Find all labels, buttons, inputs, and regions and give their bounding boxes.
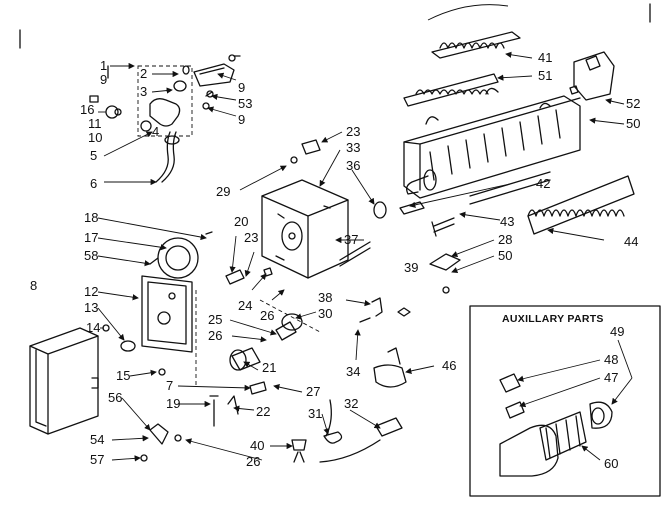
- callout-56: 56: [108, 390, 122, 405]
- callout-26b: 26: [260, 308, 274, 323]
- callout-23b: 23: [244, 230, 258, 245]
- callout-21: 21: [262, 360, 276, 375]
- callout-33: 33: [346, 140, 360, 155]
- callout-54: 54: [90, 432, 104, 447]
- ejector-and-rake-drawing: [403, 4, 521, 107]
- callout-18: 18: [84, 210, 98, 225]
- callout-14: 14: [86, 320, 100, 335]
- callout-1: 1: [100, 58, 107, 73]
- callout-57: 57: [90, 452, 104, 467]
- callout-9b: 9: [238, 80, 245, 95]
- part-44-drawing: [527, 175, 635, 235]
- housing-drawing: [261, 139, 349, 279]
- callout-46: 46: [442, 358, 456, 373]
- callout-27: 27: [306, 384, 320, 399]
- callout-42: 42: [536, 176, 550, 191]
- callout-24: 24: [238, 298, 252, 313]
- callout-40: 40: [250, 438, 264, 453]
- callout-13: 13: [84, 300, 98, 315]
- callout-26a: 26: [208, 328, 222, 343]
- callout-3: 3: [140, 84, 147, 99]
- callout-39: 39: [404, 260, 418, 275]
- callout-34: 34: [346, 364, 360, 379]
- corner-marks: [19, 3, 651, 49]
- callout-8: 8: [30, 278, 37, 293]
- callout-4: 4: [152, 124, 159, 139]
- auxiliary-parts-box: [469, 305, 661, 497]
- callout-44: 44: [624, 234, 638, 249]
- callout-10: 10: [88, 130, 102, 145]
- callout-29: 29: [216, 184, 230, 199]
- callout-22: 22: [256, 404, 270, 419]
- callout-41: 41: [538, 50, 552, 65]
- fill-valve-assembly-drawing: [89, 54, 241, 183]
- middle-small-parts-drawing: [102, 241, 411, 463]
- callout-labels: 1 2 3 4 5 6 7 8 9 9 9 10 11 12 13 14 15 …: [30, 50, 640, 471]
- callout-26c: 26: [246, 454, 260, 469]
- callout-51: 51: [538, 68, 552, 83]
- callout-47: 47: [604, 370, 618, 385]
- callout-50b: 50: [498, 248, 512, 263]
- callout-50a: 50: [626, 116, 640, 131]
- callout-16: 16: [80, 102, 94, 117]
- callout-20: 20: [234, 214, 248, 229]
- part-52-drawing: [569, 51, 615, 101]
- auxiliary-parts-title: AUXILLARY PARTS: [502, 313, 604, 325]
- callout-52: 52: [626, 96, 640, 111]
- callout-5: 5: [90, 148, 97, 163]
- callout-2: 2: [140, 66, 147, 81]
- callout-9a: 9: [100, 72, 107, 87]
- cover-drawing: [29, 327, 99, 435]
- part-28-drawing: [429, 253, 461, 294]
- ice-mold-drawing: [403, 87, 581, 205]
- callout-19: 19: [166, 396, 180, 411]
- callout-58: 58: [84, 248, 98, 263]
- shaft-parts-drawing: [373, 201, 455, 237]
- callout-48: 48: [604, 352, 618, 367]
- callout-11: 11: [88, 116, 102, 131]
- callout-32: 32: [344, 396, 358, 411]
- callout-53: 53: [238, 96, 252, 111]
- callout-36: 36: [346, 158, 360, 173]
- leader-lines: [97, 51, 633, 462]
- callout-17: 17: [84, 230, 98, 245]
- callout-9c: 9: [238, 112, 245, 127]
- callout-15: 15: [116, 368, 130, 383]
- callout-60: 60: [604, 456, 618, 471]
- callout-38: 38: [318, 290, 332, 305]
- callout-31: 31: [308, 406, 322, 421]
- callout-30: 30: [318, 306, 332, 321]
- callout-7: 7: [166, 378, 173, 393]
- callout-25: 25: [208, 312, 222, 327]
- callout-23a: 23: [346, 124, 360, 139]
- callout-6: 6: [90, 176, 97, 191]
- callout-28: 28: [498, 232, 512, 247]
- callout-37: 37: [344, 232, 358, 247]
- callout-43: 43: [500, 214, 514, 229]
- motor-and-plate-drawing: [120, 231, 213, 353]
- callout-12: 12: [84, 284, 98, 299]
- callout-49: 49: [610, 324, 624, 339]
